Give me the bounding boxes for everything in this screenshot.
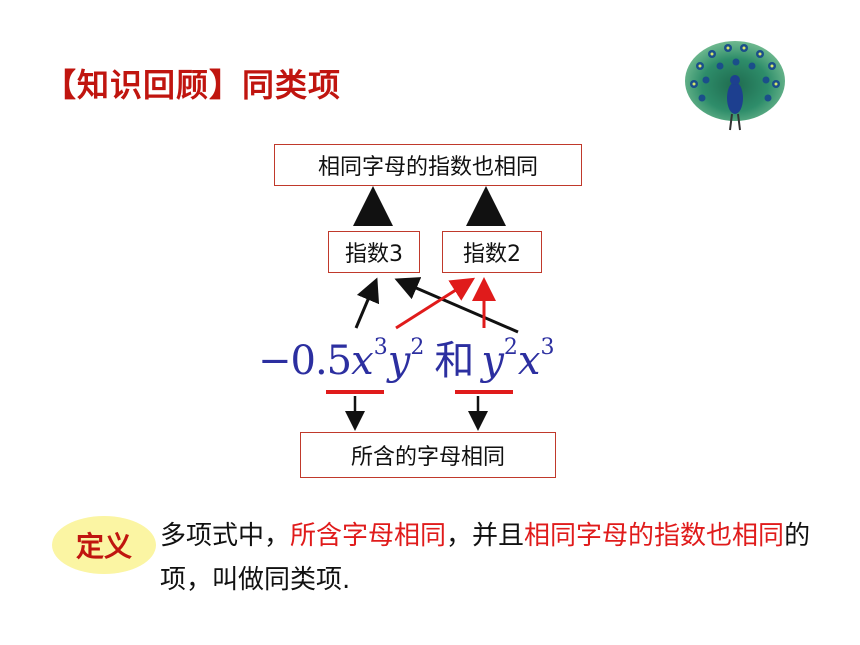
box-exponent-3: 指数3 [328,231,420,273]
def-part-4: 相同字母的指数也相同 [524,521,785,551]
expr-y2: y [481,338,504,384]
definition-badge: 定义 [52,516,156,574]
box-exponent-2: 指数2 [442,231,542,273]
def-part-1: 多项式中， [160,521,291,551]
def-part-5: 的项，叫做同类项. [160,521,811,595]
expr-x1: x [351,338,374,384]
expr-y1: y [387,338,411,384]
expr-and: 和 [434,338,474,384]
expr-x2: x [517,338,541,384]
arrow-x1-to-exp3 [354,277,380,329]
arrow-x2-to-exp3 [394,277,519,334]
peacock-image [685,41,785,131]
expr-x1-exp: 3 [373,335,388,360]
arrow-y1-to-exp2 [395,277,476,330]
def-part-3: ，并且 [446,521,525,551]
box-same-letters: 所含的字母相同 [300,432,556,478]
slide-title: 【知识回顾】同类项 [44,66,342,104]
expr-y2-exp: 2 [503,335,518,360]
expr-coefficient: −0.5 [258,338,352,384]
definition-text: 多项式中，所含字母相同，并且相同字母的指数也相同的项，叫做同类项. [160,514,840,602]
expr-y1-exp: 2 [410,335,424,360]
def-part-2: 所含字母相同 [290,521,447,551]
box-same-exponent: 相同字母的指数也相同 [274,144,582,186]
expr-x2-exp: 3 [540,335,554,360]
